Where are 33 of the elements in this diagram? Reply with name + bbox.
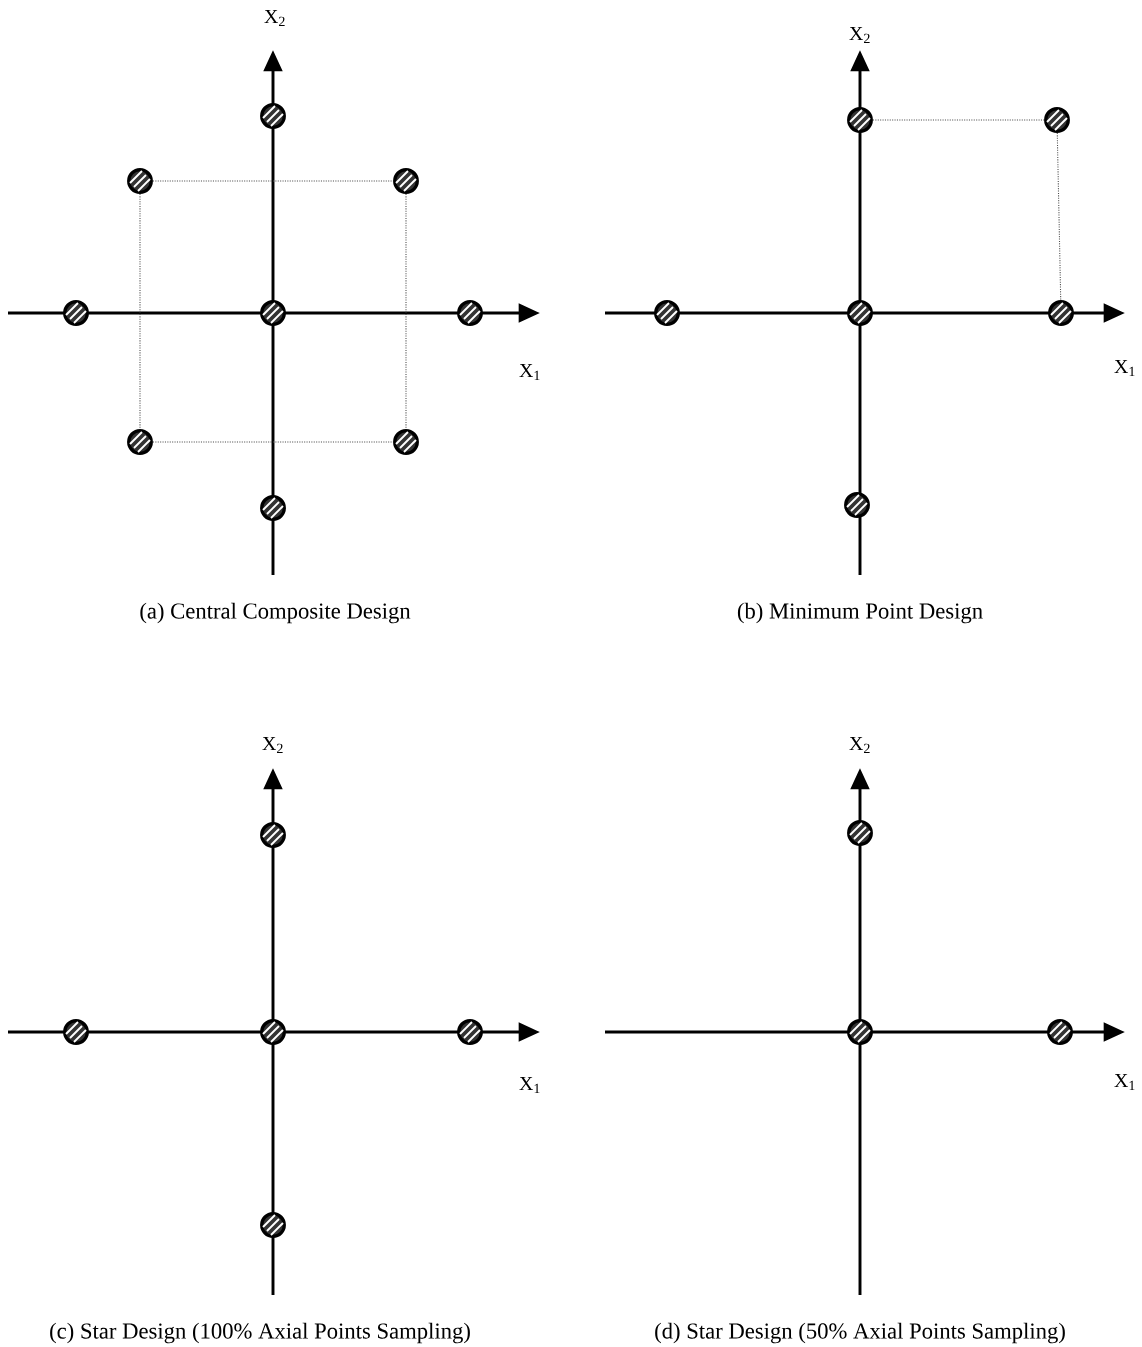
sample-point (260, 1212, 286, 1238)
sample-point (127, 429, 153, 455)
sample-point (260, 1019, 286, 1045)
sample-point (63, 1019, 89, 1045)
sample-point (1048, 300, 1074, 326)
sample-point (847, 820, 873, 846)
dotted-line (152, 441, 394, 443)
sample-point (847, 1019, 873, 1045)
dotted-line (1056, 132, 1062, 301)
dotted-line (405, 193, 407, 430)
caption: (d) Star Design (50% Axial Points Sampling) (655, 1322, 1065, 1344)
sample-point (654, 300, 680, 326)
axis-label: X$_{1}$ (1114, 1074, 1135, 1090)
sample-point (127, 168, 153, 194)
dotted-line (152, 180, 394, 182)
sample-point (393, 429, 419, 455)
sample-point (1047, 1019, 1073, 1045)
sample-point (457, 300, 483, 326)
caption: (c) Star Design (100% Axial Points Sampling) (50, 1322, 470, 1344)
sample-point (393, 168, 419, 194)
caption: (a) Central Composite Design (140, 602, 411, 624)
sample-point (847, 300, 873, 326)
sample-point (260, 103, 286, 129)
sample-point (260, 822, 286, 848)
sample-point (260, 300, 286, 326)
sample-point (847, 107, 873, 133)
dotted-line (139, 193, 141, 430)
sample-point (1044, 107, 1070, 133)
sample-point (63, 300, 89, 326)
sample-point (260, 495, 286, 521)
dotted-line (872, 119, 1045, 121)
sample-point (844, 492, 870, 518)
sample-point (457, 1019, 483, 1045)
